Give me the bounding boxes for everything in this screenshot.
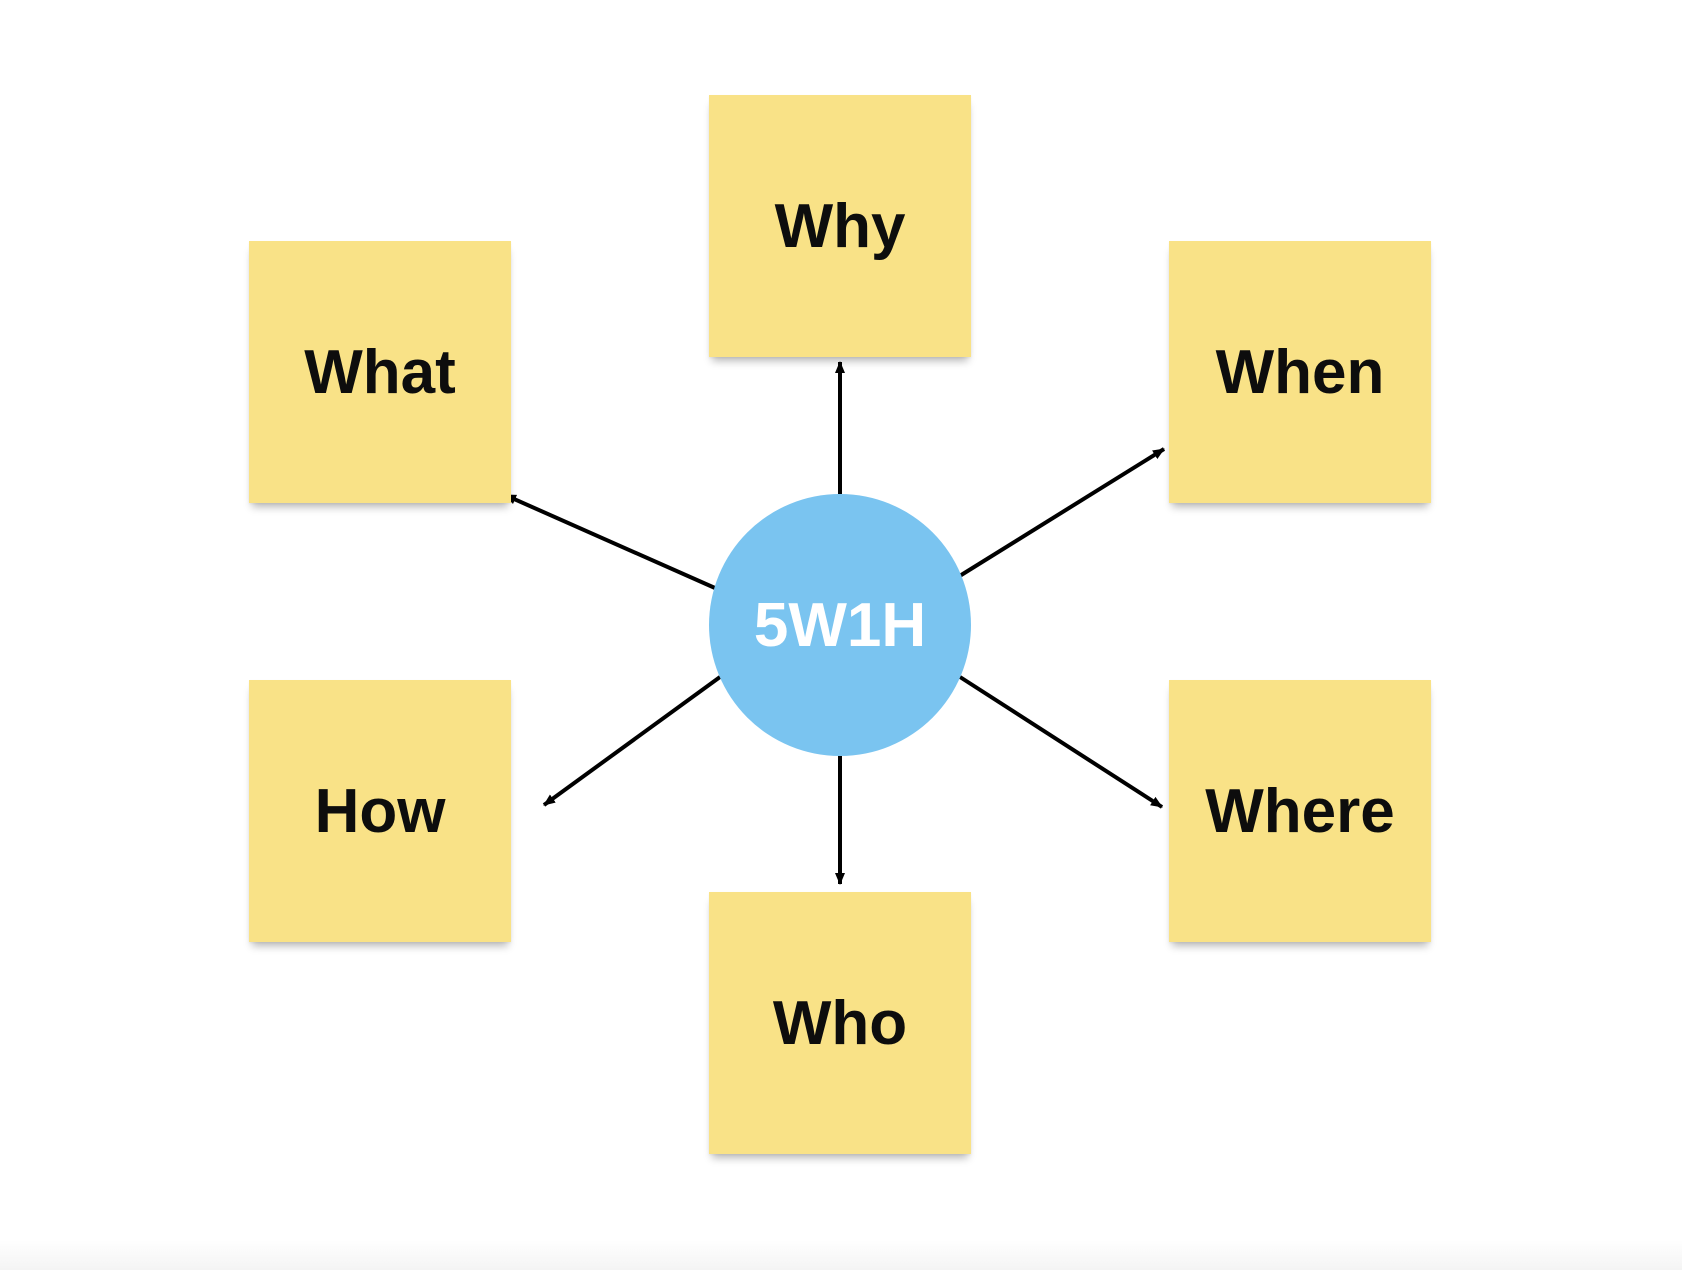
bottom-edge-shade — [0, 1240, 1682, 1270]
note-when-label: When — [1215, 337, 1385, 407]
note-who[interactable]: Who — [709, 892, 971, 1154]
note-how[interactable]: How — [249, 680, 511, 942]
arrow-to-where — [958, 675, 1164, 809]
note-where[interactable]: Where — [1169, 680, 1431, 942]
note-when[interactable]: When — [1169, 241, 1431, 503]
note-where-label: Where — [1205, 776, 1395, 846]
hub-circle[interactable]: 5W1H — [709, 494, 971, 756]
hub-label: 5W1H — [753, 590, 927, 660]
note-what-label: What — [304, 337, 456, 407]
arrow-to-when — [956, 447, 1166, 579]
note-why[interactable]: Why — [709, 95, 971, 357]
note-who-label: Who — [772, 988, 908, 1058]
note-why-label: Why — [774, 191, 906, 261]
arrow-to-how — [542, 675, 722, 807]
note-what[interactable]: What — [249, 241, 511, 503]
arrow-to-what — [504, 493, 716, 590]
note-how-label: How — [314, 776, 446, 846]
